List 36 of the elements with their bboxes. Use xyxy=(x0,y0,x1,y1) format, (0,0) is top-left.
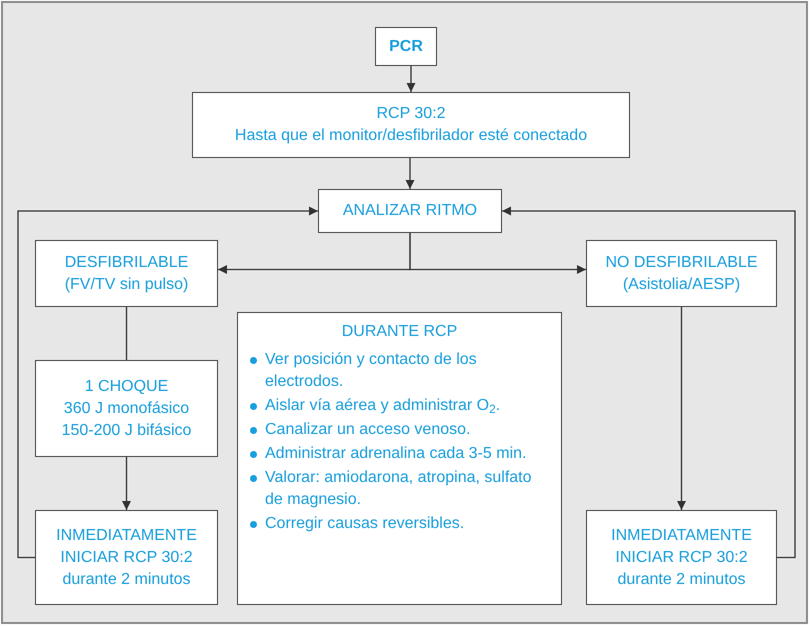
process-box xyxy=(318,189,502,233)
bullet-text: Valorar: amiodarona, atropina, sulfato de magnesio. xyxy=(265,468,533,510)
info-panel xyxy=(237,312,562,605)
process-box xyxy=(586,240,777,307)
panel-heading: DURANTE RCP xyxy=(342,322,458,342)
box-text: RCP 30:2 xyxy=(376,104,446,124)
process-box xyxy=(375,27,437,66)
connector-arrow xyxy=(406,158,414,189)
box-text: 1 CHOQUE xyxy=(84,376,168,396)
box-text: (FV/TV sin pulso) xyxy=(64,274,188,294)
bullet-text: Ver posición y contacto de los electrodos. xyxy=(265,350,478,392)
bullet-text: Aislar vía aérea y administrar O$_{2}$. xyxy=(265,396,500,417)
process-box xyxy=(35,510,218,605)
box-text: 360 J monofásico xyxy=(64,398,190,418)
connector-arrow xyxy=(122,457,131,510)
bullet-text: Corregir causas reversibles. xyxy=(265,514,464,534)
connector-arrow xyxy=(406,66,416,92)
process-box xyxy=(35,360,218,457)
connector-arrow xyxy=(409,233,586,274)
box-text: INMEDIATAMENTE INICIAR RCP 30:2 durante 2 minutos xyxy=(610,526,753,590)
box-text: Hasta que el monitor/desfibrilador esté conectado xyxy=(234,126,588,146)
box-text: 150-200 J bifásico xyxy=(62,420,192,440)
bullet-text: Administrar adrenalina cada 3-5 min. xyxy=(265,444,526,464)
box-text: ANALIZAR RITMO xyxy=(342,201,478,221)
connector-arrow xyxy=(17,206,318,558)
box-text: DESFIBRILABLE xyxy=(64,252,188,272)
box-text: INMEDIATAMENTE INICIAR RCP 30:2 durante 2 minutos xyxy=(55,526,198,590)
process-box xyxy=(586,510,777,605)
connector-arrow xyxy=(677,307,686,510)
box-text: NO DESFIBRILABLE xyxy=(605,252,758,272)
connector-arrow xyxy=(502,206,796,558)
bullet-text: Canalizar un acceso venoso. xyxy=(265,420,470,440)
box-text: PCR xyxy=(389,36,423,56)
process-box xyxy=(192,92,630,158)
process-box xyxy=(35,240,218,307)
box-text: (Asistolia/AESP) xyxy=(622,274,740,294)
